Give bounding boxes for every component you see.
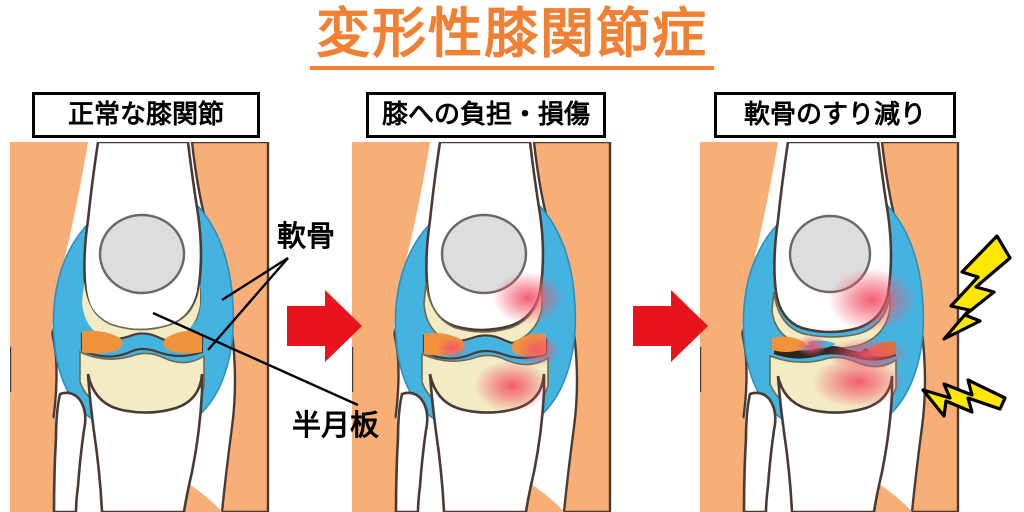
arrow-2-icon: [633, 290, 708, 362]
meniscus-left-normal: [82, 330, 123, 354]
bolt-upper-icon: [942, 234, 1012, 341]
leader-line-cartilage-upper: [221, 256, 289, 302]
panel-label-normal-knee: 正常な膝関節: [32, 92, 260, 138]
knee-diagram-worn: [700, 142, 960, 512]
meniscus-right-normal: [163, 330, 202, 354]
skin-thigh-left-normal: [10, 142, 88, 347]
bolt-lower-icon: [921, 378, 1007, 418]
skin-lower-left-worn: [700, 392, 754, 512]
inflammation-spot-medial-worn: [796, 335, 828, 357]
skin-thigh-left-worn: [700, 142, 778, 347]
tibia-bone-damage: [428, 373, 546, 512]
knee-diagram-damage: [352, 142, 612, 512]
page-title-text: 変形性膝関節症: [310, 4, 714, 70]
annotation-label-meniscus: 半月板: [292, 410, 380, 442]
annotation-label-cartilage: 軟骨: [277, 221, 336, 253]
arrow-1-icon: [287, 290, 362, 362]
fibula-bone-normal: [52, 391, 87, 512]
inflammation-spot-lower-worn: [812, 356, 904, 408]
inflammation-spot-medial-damage: [436, 337, 468, 359]
fibula-bone-worn: [742, 391, 777, 512]
inflammation-spot-upper-damage: [492, 272, 564, 324]
patella-normal: [98, 213, 186, 295]
tibia-bone-normal: [86, 373, 204, 512]
leader-line-cartilage-lower: [207, 257, 289, 351]
patella-damage: [440, 213, 528, 295]
skin-lower-left-damage: [352, 392, 406, 512]
knee-diagram-normal: [10, 142, 270, 512]
inflammation-spot-lower-damage: [474, 360, 550, 412]
panel-label-knee-load-damage: 膝への負担・損傷: [366, 92, 606, 138]
inflammation-spot-joint-damage: [516, 334, 560, 366]
skin-thigh-left-damage: [352, 142, 430, 347]
tibia-bone-worn: [776, 375, 894, 512]
page-title: 変形性膝関節症: [0, 4, 1024, 70]
fibula-bone-damage: [394, 391, 429, 512]
panel-label-cartilage-wear: 軟骨のすり減り: [714, 92, 956, 138]
skin-lower-left-normal: [10, 392, 64, 512]
leader-line-meniscus: [152, 311, 359, 407]
femoral-cartilage-body-normal: [82, 282, 200, 345]
inflammation-spot-upper-worn: [828, 268, 916, 332]
